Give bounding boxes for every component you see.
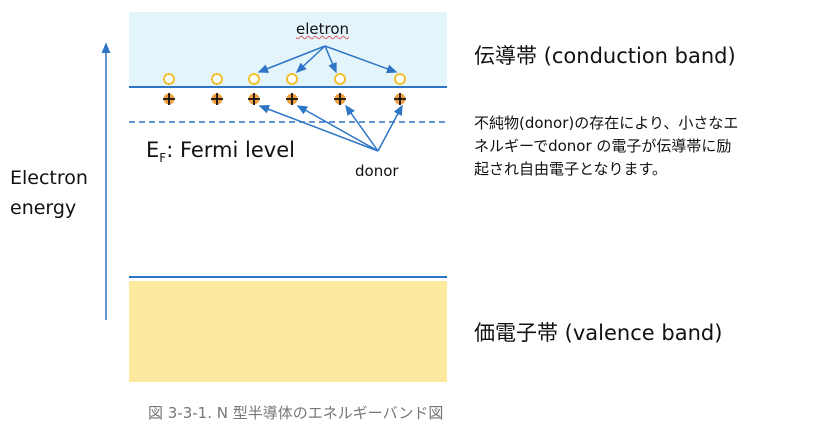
donor-ion	[248, 93, 260, 105]
axis-label-line1: Electron	[10, 167, 88, 189]
electron-circle	[334, 73, 346, 85]
donor-label: donor	[355, 162, 399, 180]
electron-circle	[211, 73, 223, 85]
donor-pointer-arrow	[377, 104, 403, 152]
donor-ion	[394, 93, 406, 105]
electron-pointer-arrow	[324, 45, 398, 74]
electron-circle	[286, 73, 298, 85]
fermi-subscript: F	[159, 151, 167, 166]
valence-band-label: 価電子帯 (valence band)	[474, 321, 723, 345]
electron-pointer-arrow	[257, 45, 326, 73]
description-text: 不純物(donor)の存在により、小さなエ ネルギーでdonor の電子が伝導帯…	[474, 112, 738, 181]
donor-pointer-arrow	[258, 105, 379, 152]
axis-label-line2: energy	[10, 197, 77, 219]
electron-label: eletron	[296, 20, 350, 38]
donor-ion	[334, 93, 346, 105]
electron-pointer-arrow	[295, 45, 326, 74]
fermi-text: : Fermi level	[166, 138, 295, 162]
valence-band	[129, 281, 447, 382]
donor-pointer-arrow	[345, 104, 379, 152]
description-line: 起され自由電子となります。	[474, 160, 668, 178]
electron-circle	[163, 73, 175, 85]
conduction-band-label: 伝導帯 (conduction band)	[474, 44, 736, 68]
electron-circle	[248, 73, 260, 85]
electron-pointer-arrow	[324, 45, 337, 74]
fermi-symbol: E	[146, 138, 160, 162]
conduction-band	[129, 12, 447, 87]
figure-caption: 図 3-3-1. N 型半導体のエネルギーバンド図	[148, 404, 444, 422]
description-line: ネルギーでdonor の電子が伝導帯に励	[474, 137, 732, 155]
donor-ion	[286, 93, 298, 105]
electron-circle	[394, 73, 406, 85]
fermi-level-label: EF: Fermi level	[146, 138, 295, 165]
donor-ion	[211, 93, 223, 105]
description-line: 不純物(donor)の存在により、小さなエ	[474, 114, 739, 132]
energy-axis-label: Electron energy	[10, 163, 88, 223]
donor-pointer-arrow	[296, 105, 379, 152]
donor-ion	[163, 93, 175, 105]
